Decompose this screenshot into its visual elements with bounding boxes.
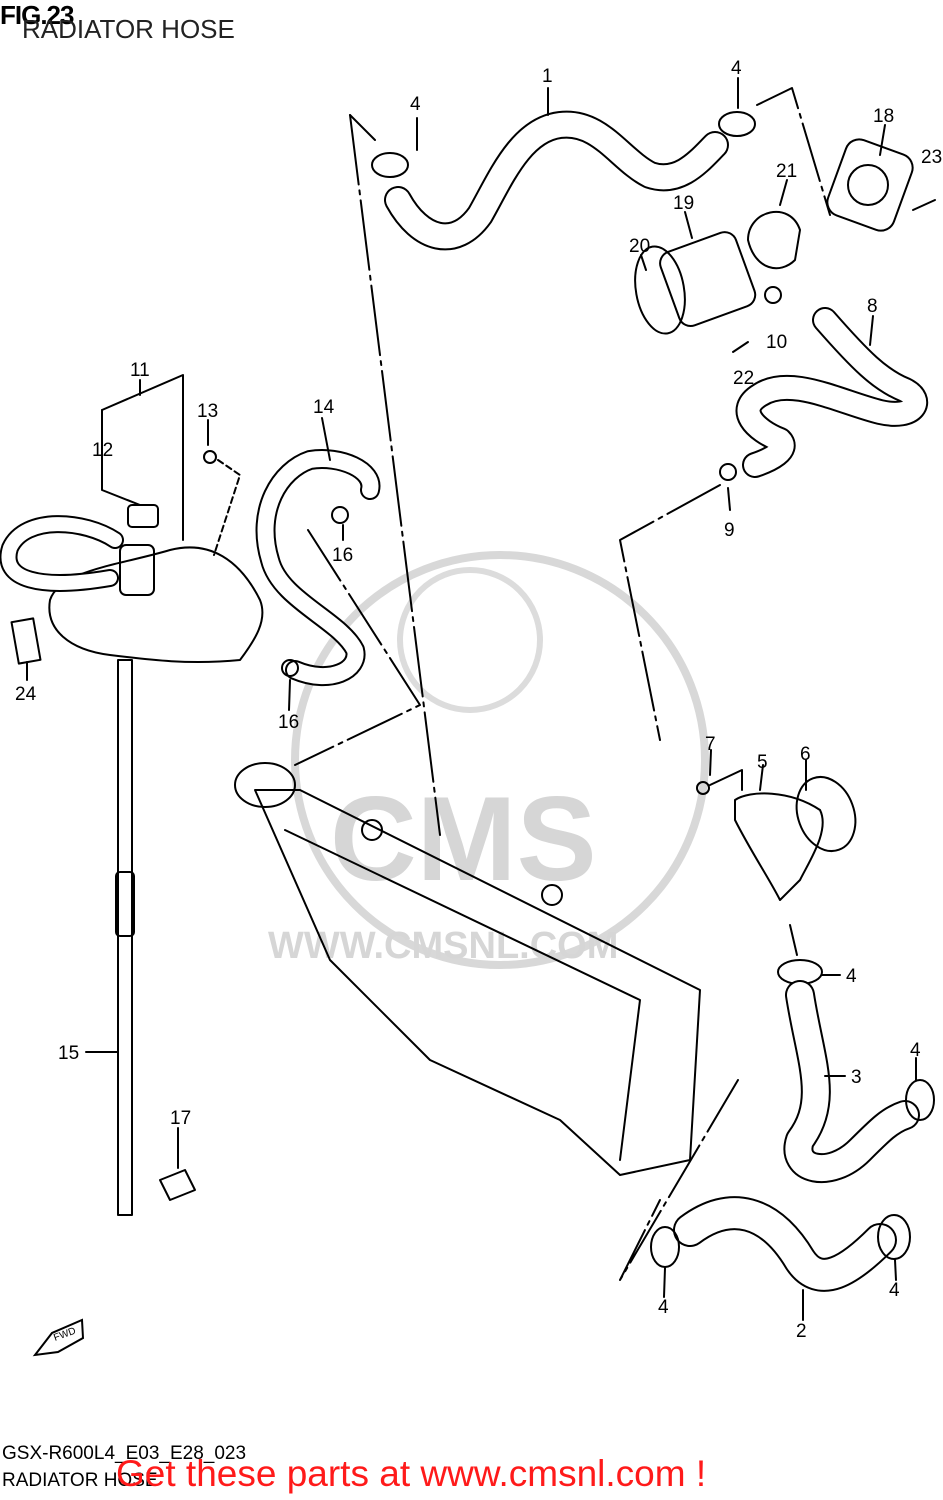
- callout: 4: [731, 58, 742, 79]
- clamp-4-right[interactable]: [905, 1079, 935, 1121]
- thermostat-21[interactable]: [747, 211, 801, 270]
- callout: 23: [921, 147, 942, 168]
- callout: 8: [867, 296, 878, 317]
- bolt-7[interactable]: [696, 781, 710, 795]
- callout: 4: [910, 1040, 921, 1061]
- thermostat-cover-18[interactable]: [823, 135, 916, 234]
- callout: 1: [542, 66, 553, 87]
- callout: 16: [278, 712, 299, 733]
- o-ring-6[interactable]: [787, 769, 866, 860]
- label-24[interactable]: [10, 617, 42, 665]
- figure-number: FIG.23: [0, 0, 74, 30]
- callout: 4: [846, 966, 857, 987]
- footer-caption: RADIATOR HOSE: [2, 1470, 158, 1491]
- callout: 22: [733, 368, 754, 389]
- clamp-4-top-left[interactable]: [371, 152, 409, 178]
- callout: 6: [800, 744, 811, 765]
- clamp-9[interactable]: [719, 463, 737, 481]
- watermark-url: WWW.CMSNL.COM: [268, 925, 618, 967]
- overflow-pipe-15[interactable]: [117, 659, 133, 1216]
- callout: 20: [629, 236, 650, 257]
- reservoir-cap-12[interactable]: [127, 504, 159, 528]
- thermostat-case-19[interactable]: [657, 229, 759, 330]
- callout: 2: [796, 1321, 807, 1342]
- callout: 3: [851, 1067, 862, 1088]
- callout: 10: [766, 332, 787, 353]
- callout: 11: [130, 360, 150, 381]
- cta-link[interactable]: Get these parts at www.cmsnl.com !: [116, 1453, 707, 1494]
- leader-line: [349, 114, 441, 836]
- reservoir-tank[interactable]: [48, 546, 264, 664]
- diagram-title: RADIATOR HOSE: [22, 14, 235, 44]
- callout: 17: [170, 1108, 191, 1129]
- callout: 12: [92, 440, 113, 461]
- callout: 7: [705, 734, 716, 755]
- radiator-cap[interactable]: [234, 762, 296, 808]
- bolt-13[interactable]: [203, 450, 217, 464]
- callout: 4: [410, 94, 421, 115]
- clamp-16-upper[interactable]: [331, 506, 349, 524]
- clamp-4-bottom-left[interactable]: [650, 1226, 680, 1268]
- callout: 21: [776, 161, 797, 182]
- callout: 14: [313, 397, 335, 418]
- callout: 4: [658, 1297, 669, 1318]
- water-outlet-5[interactable]: [734, 792, 824, 901]
- clip-17[interactable]: [159, 1169, 196, 1201]
- callout: 19: [673, 193, 694, 214]
- callout: 13: [197, 401, 218, 422]
- clamp-4-top-right[interactable]: [718, 111, 756, 137]
- fwd-arrow: FWD: [32, 1318, 85, 1357]
- clamp-16-lower[interactable]: [281, 659, 299, 677]
- clamp-10[interactable]: [764, 286, 782, 304]
- callout: 4: [889, 1280, 900, 1301]
- callout: 5: [757, 752, 768, 773]
- callout: 18: [873, 106, 894, 127]
- model-code: GSX-R600L4_E03_E28_023: [2, 1443, 247, 1464]
- callout: 16: [332, 545, 353, 566]
- o-ring-20[interactable]: [629, 243, 692, 338]
- cms-watermark: CMS WWW.CMSNL.COM: [268, 551, 709, 969]
- clamp-4-bottom-right[interactable]: [877, 1214, 911, 1260]
- radiator[interactable]: [254, 789, 701, 1176]
- callout: 15: [58, 1043, 79, 1064]
- callout: 24: [15, 684, 37, 705]
- callout-numbers: 1 2 3 4 4 4 4 4 4 5 6 7 8 9 10 11 12 13 …: [15, 58, 942, 1342]
- callout: 9: [724, 520, 735, 541]
